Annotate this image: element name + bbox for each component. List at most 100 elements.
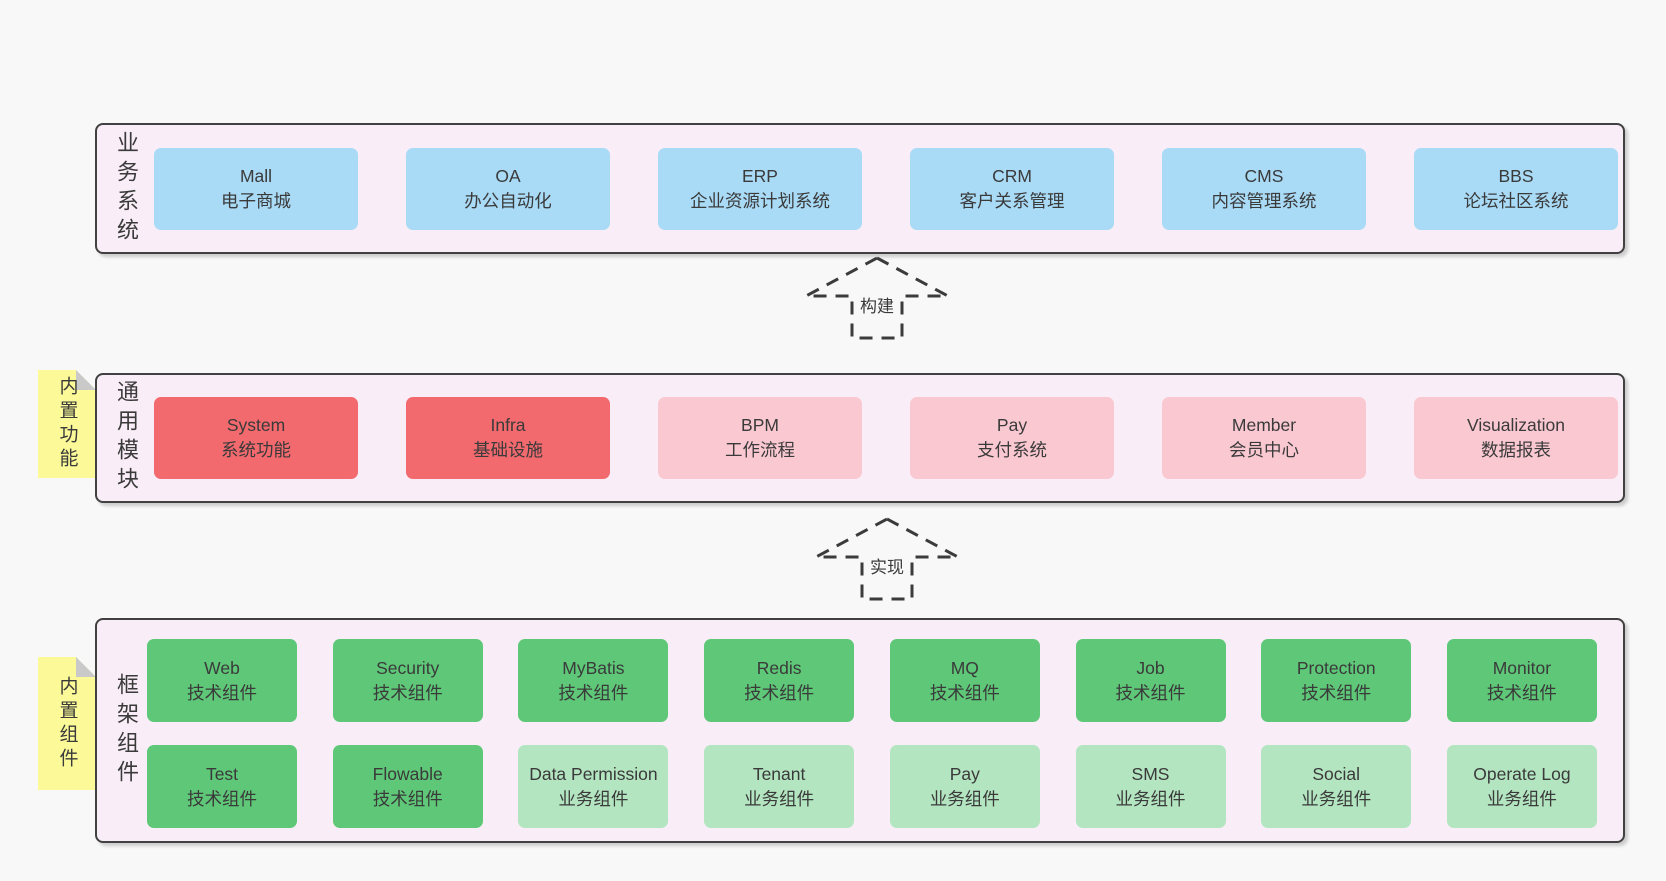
- box-title: Security: [376, 657, 440, 678]
- box-flowable: Flowable 技术组件: [332, 745, 483, 828]
- box-title: MyBatis: [562, 657, 625, 678]
- box-title: Operate Log: [1473, 763, 1571, 784]
- box-subtitle: 工作流程: [725, 440, 795, 460]
- box-data-permission: Data Permission 业务组件: [518, 745, 669, 828]
- box-job: Job 技术组件: [1075, 639, 1226, 722]
- box-title: Infra: [490, 415, 526, 436]
- arrow-implement-up-icon: 实现: [812, 517, 962, 601]
- box-subtitle: 技术组件: [187, 788, 257, 809]
- sticky-note-text: 内置组件: [56, 675, 78, 772]
- box-redis: Redis 技术组件: [704, 639, 855, 722]
- box-subtitle: 业务组件: [1301, 788, 1372, 809]
- common-modules-boxes: System 系统功能 Infra 基础设施 BPM 工作流程 Pay 支付系统…: [154, 375, 1618, 501]
- box-title: Member: [1231, 415, 1297, 436]
- box-mybatis: MyBatis 技术组件: [518, 639, 669, 722]
- box-subtitle: 会员中心: [1229, 440, 1299, 460]
- box-subtitle: 技术组件: [187, 682, 257, 703]
- arrow-implement-label: 实现: [870, 558, 904, 577]
- box-title: Protection: [1296, 657, 1376, 678]
- arrow-label-bg: [854, 292, 900, 320]
- box-member: Member 会员中心: [1162, 397, 1366, 479]
- box-subtitle: 技术组件: [744, 682, 815, 703]
- box-title: SMS: [1131, 763, 1170, 784]
- box-subtitle: 业务组件: [1115, 788, 1186, 809]
- box-title: Redis: [756, 657, 802, 678]
- box-title: Mall: [239, 165, 273, 186]
- box-system: System 系统功能: [154, 397, 358, 479]
- box-operate-log: Operate Log 业务组件: [1446, 745, 1597, 828]
- box-mall: Mall 电子商城: [154, 147, 358, 230]
- box-subtitle: 业务组件: [744, 788, 815, 809]
- business-systems-boxes: Mall 电子商城 OA 办公自动化 ERP 企业资源计划系统 CRM 客户关系…: [154, 125, 1618, 252]
- sticky-note-text: 内置功能: [56, 376, 78, 472]
- box-oa: OA 办公自动化: [406, 147, 610, 230]
- framework-components-row-2: Test 技术组件 Flowable 技术组件 Data Permission …: [147, 745, 1597, 828]
- box-monitor: Monitor 技术组件: [1446, 639, 1597, 722]
- box-title: Social: [1312, 763, 1361, 784]
- box-subtitle: 系统功能: [221, 440, 291, 460]
- band-common-modules: 通用模块 System 系统功能 Infra 基础设施 BPM 工作流程 Pay…: [95, 373, 1625, 503]
- box-title: Data Permission: [529, 763, 658, 784]
- box-subtitle: 技术组件: [372, 682, 443, 703]
- box-erp: ERP 企业资源计划系统: [658, 147, 862, 230]
- box-crm: CRM 客户关系管理: [910, 147, 1114, 230]
- box-pay: Pay 支付系统: [910, 397, 1114, 479]
- box-security: Security 技术组件: [332, 639, 483, 722]
- box-pay-biz: Pay 业务组件: [889, 745, 1040, 828]
- box-subtitle: 业务组件: [558, 788, 629, 809]
- band-framework-components-label: 框架组件: [114, 672, 139, 789]
- box-protection: Protection 技术组件: [1261, 639, 1412, 722]
- box-title: Job: [1136, 657, 1165, 678]
- box-title: OA: [495, 165, 521, 186]
- box-test: Test 技术组件: [147, 745, 297, 828]
- box-title: Pay: [996, 415, 1028, 436]
- box-subtitle: 支付系统: [977, 440, 1047, 460]
- box-title: Tenant: [752, 763, 806, 784]
- box-mq: MQ 技术组件: [889, 639, 1040, 722]
- sticky-note-builtin-features: 内置功能: [38, 370, 96, 478]
- box-title: Monitor: [1492, 657, 1552, 678]
- box-title: BBS: [1498, 165, 1534, 186]
- band-business-systems-label: 业务系统: [114, 130, 139, 247]
- box-title: Flowable: [372, 763, 443, 784]
- box-subtitle: 企业资源计划系统: [690, 190, 830, 211]
- box-title: Pay: [949, 763, 980, 784]
- box-subtitle: 基础设施: [473, 440, 543, 460]
- box-title: CMS: [1244, 165, 1284, 186]
- box-subtitle: 内容管理系统: [1211, 190, 1317, 211]
- box-subtitle: 技术组件: [1486, 682, 1557, 703]
- sticky-fold-icon: [76, 657, 96, 677]
- box-title: CRM: [992, 165, 1032, 186]
- box-title: MQ: [950, 657, 979, 678]
- box-subtitle: 电子商城: [221, 190, 291, 211]
- box-title: Web: [204, 657, 240, 678]
- box-subtitle: 技术组件: [1301, 682, 1372, 703]
- box-tenant: Tenant 业务组件: [704, 745, 855, 828]
- box-subtitle: 业务组件: [929, 788, 1000, 809]
- box-web: Web 技术组件: [147, 639, 297, 722]
- box-subtitle: 技术组件: [929, 682, 1000, 703]
- box-subtitle: 技术组件: [372, 788, 443, 809]
- box-subtitle: 数据报表: [1481, 440, 1551, 460]
- arrow-build-up-icon: 构建: [802, 256, 952, 340]
- box-subtitle: 办公自动化: [464, 190, 552, 211]
- box-social: Social 业务组件: [1261, 745, 1412, 828]
- box-title: BPM: [741, 415, 779, 436]
- box-title: Visualization: [1467, 415, 1565, 436]
- box-infra: Infra 基础设施: [406, 397, 610, 479]
- box-subtitle: 客户关系管理: [959, 190, 1065, 211]
- box-title: Test: [205, 763, 239, 784]
- box-subtitle: 论坛社区系统: [1463, 190, 1569, 211]
- arrow-label-bg: [864, 553, 910, 581]
- box-bbs: BBS 论坛社区系统: [1414, 147, 1618, 230]
- box-title: ERP: [742, 165, 778, 186]
- box-sms: SMS 业务组件: [1075, 745, 1226, 828]
- box-visualization: Visualization 数据报表: [1414, 397, 1618, 479]
- box-title: System: [226, 415, 286, 436]
- framework-components-row-1: Web 技术组件 Security 技术组件 MyBatis 技术组件 Redi…: [147, 639, 1597, 722]
- box-subtitle: 技术组件: [558, 682, 629, 703]
- band-business-systems: 业务系统 Mall 电子商城 OA 办公自动化 ERP 企业资源计划系统 CRM…: [95, 123, 1625, 254]
- band-framework-components: 框架组件 Web 技术组件 Security 技术组件 MyBatis 技术组件…: [95, 618, 1625, 843]
- sticky-note-builtin-components: 内置组件: [38, 657, 96, 790]
- box-bpm: BPM 工作流程: [658, 397, 862, 479]
